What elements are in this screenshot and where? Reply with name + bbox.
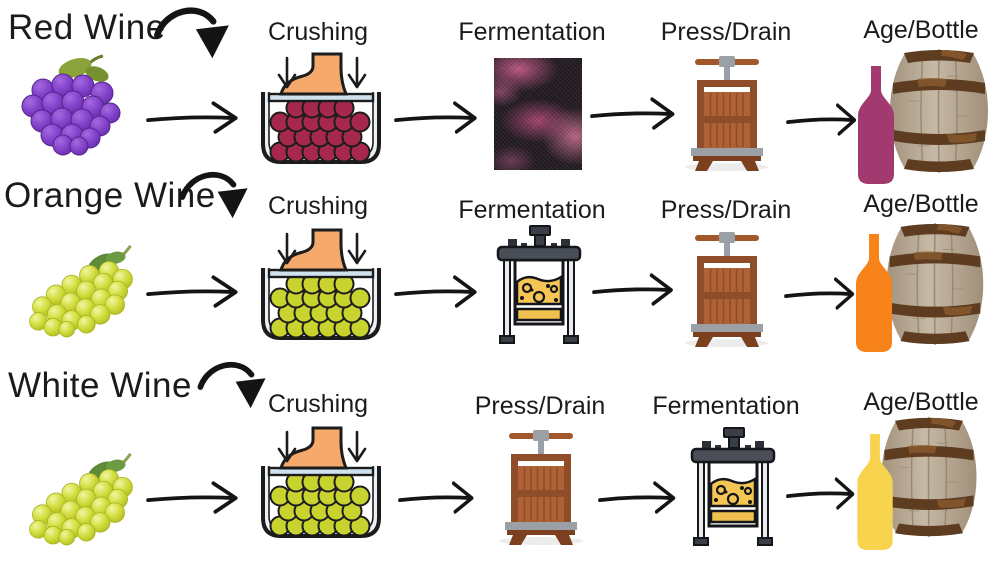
flow-arrow-icon [398, 478, 482, 516]
row-title-red-wine: Red Wine [8, 8, 166, 47]
red-wine-bottle-icon [852, 64, 900, 186]
step-label-press-drain: Press/Drain [474, 392, 606, 420]
flow-arrow-icon [146, 272, 248, 310]
step-label-fermentation: Fermentation [458, 196, 606, 224]
flow-arrow-icon [394, 272, 486, 310]
flow-arrow-icon [394, 98, 486, 136]
step-label-crushing: Crushing [267, 192, 369, 220]
foot-crushing-grapes-icon [254, 226, 388, 344]
step-label-press-drain: Press/Drain [660, 18, 792, 46]
flow-arrow-icon [598, 478, 684, 516]
green-grapes-icon [22, 238, 140, 338]
foot-crushing-grapes-icon [254, 424, 388, 542]
orange-wine-bottle-icon [850, 232, 898, 354]
fermentation-tank-icon [490, 224, 588, 350]
curved-down-arrow-icon [152, 4, 234, 66]
flow-arrow-icon [786, 474, 862, 512]
step-label-fermentation: Fermentation [458, 18, 606, 46]
flow-arrow-icon [592, 270, 682, 308]
step-label-crushing: Crushing [267, 18, 369, 46]
flow-arrow-icon [590, 94, 684, 132]
white-wine-bottle-icon [852, 432, 898, 552]
fermentation-tank-icon [684, 426, 782, 552]
step-label-age-bottle: Age/Bottle [863, 388, 979, 416]
step-label-crushing: Crushing [267, 390, 369, 418]
foot-crushing-grapes-icon [254, 50, 388, 168]
step-label-age-bottle: Age/Bottle [863, 16, 979, 44]
wine-press-icon [678, 226, 776, 348]
purple-grapes-icon [14, 52, 126, 156]
fermenting-must-photo [494, 58, 582, 170]
step-label-fermentation: Fermentation [652, 392, 800, 420]
flow-arrow-icon [146, 478, 248, 516]
curved-down-arrow-icon [178, 168, 252, 226]
oak-barrel-icon [886, 46, 992, 176]
wine-press-icon [492, 424, 590, 546]
step-label-age-bottle: Age/Bottle [863, 190, 979, 218]
wine-press-icon [678, 50, 776, 172]
step-label-press-drain: Press/Drain [660, 196, 792, 224]
flow-arrow-icon [146, 98, 248, 136]
row-title-white-wine: White Wine [8, 366, 192, 405]
green-grapes-icon [22, 446, 140, 546]
